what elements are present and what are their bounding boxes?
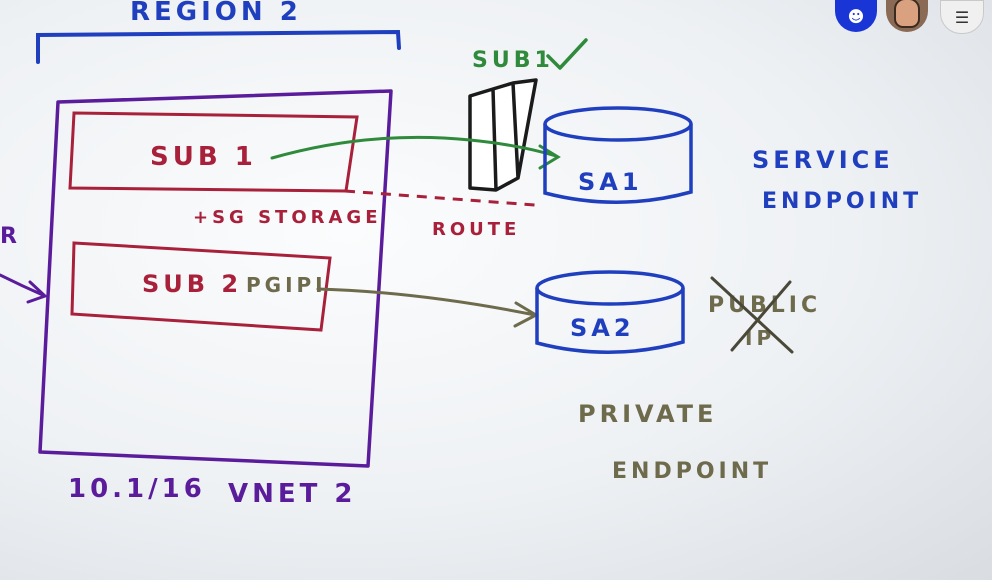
storage-account-2 <box>535 270 685 354</box>
vnet-cidr-label: 10.1/16 <box>68 474 206 504</box>
incoming-arrow <box>0 273 48 304</box>
cross-out-icon <box>710 276 794 354</box>
user-button[interactable]: ☻ <box>835 0 877 32</box>
service-endpoint-label-2: Endpoint <box>762 189 922 214</box>
vnet-name-label: VNET 2 <box>228 479 357 509</box>
private-endpoint-arrow <box>316 287 540 328</box>
left-fragment-label: R <box>0 224 21 249</box>
sa1-label: SA1 <box>578 168 643 196</box>
service-pillar <box>468 78 538 192</box>
region-bracket <box>36 29 401 64</box>
sub1-check-label: Sub1 <box>472 48 554 73</box>
subnet-2-box <box>70 241 332 332</box>
check-mark-icon <box>546 38 588 70</box>
route-label: Route <box>432 219 520 240</box>
sa2-label: SA2 <box>570 314 635 342</box>
subnet-1-label: Sub 1 <box>150 142 257 172</box>
storage-account-1 <box>543 106 693 204</box>
private-endpoint-label-1: Private <box>578 400 717 428</box>
route-dashed-line <box>344 189 536 207</box>
menu-button[interactable]: ☰ <box>940 0 984 34</box>
person-icon: ☻ <box>847 6 865 26</box>
region-label: Region 2 <box>130 0 302 27</box>
avatar-face-icon <box>894 0 920 28</box>
vnet-box <box>38 89 393 468</box>
nsg-storage-label: +SG Storage <box>193 207 382 228</box>
pip-label: PGIPI <box>246 273 327 297</box>
public-ip-label-1: Public <box>708 293 821 318</box>
private-endpoint-label-2: Endpoint <box>612 459 772 484</box>
subnet-2-label: Sub 2 <box>142 270 242 298</box>
hamburger-menu-icon: ☰ <box>954 7 970 27</box>
service-endpoint-label-1: Service <box>752 146 894 174</box>
